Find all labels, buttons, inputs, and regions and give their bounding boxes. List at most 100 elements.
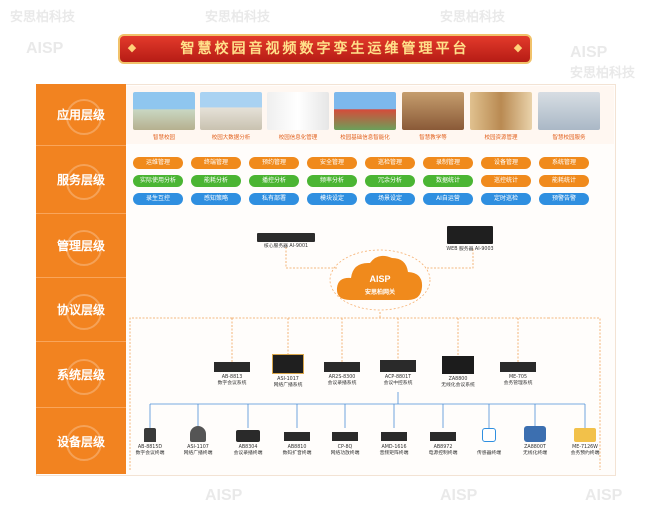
cloud-brand: AISP bbox=[369, 274, 391, 284]
device-5 bbox=[332, 432, 358, 441]
service-pill: 频率分析 bbox=[307, 175, 357, 187]
watermark-cn: 安思柏科技 bbox=[570, 65, 636, 80]
layer-system: 系统层级 bbox=[36, 342, 126, 408]
app-caption-4: 校园基础信息智能化 bbox=[340, 135, 390, 141]
device-6 bbox=[381, 432, 407, 441]
watermark-aisp: AISP bbox=[205, 487, 243, 504]
device-9 bbox=[524, 426, 546, 442]
system-device-4 bbox=[380, 360, 416, 372]
layer-application: 应用层级 bbox=[36, 84, 126, 146]
service-pill: 感知策略 bbox=[191, 193, 241, 205]
app-caption-3: 校园信息化管理 bbox=[278, 135, 318, 141]
app-image-5 bbox=[402, 92, 464, 130]
diamond-icon: ◆ bbox=[513, 41, 523, 54]
service-pill: 设备管理 bbox=[481, 157, 531, 169]
web-server-device bbox=[447, 226, 493, 244]
device-7 bbox=[430, 432, 456, 441]
layer-deco-icon bbox=[66, 425, 102, 461]
title-banner: ◆ 智慧校园音视频数字孪生运维管理平台 ◆ bbox=[118, 34, 532, 64]
service-pill: 系统管理 bbox=[539, 157, 589, 169]
layer-management: 管理层级 bbox=[36, 214, 126, 278]
diamond-icon: ◆ bbox=[127, 41, 137, 54]
core-server-label: 核心服务器 AI-9001 bbox=[263, 244, 309, 249]
app-image-6 bbox=[470, 92, 532, 130]
watermark-cn: 安思柏科技 bbox=[205, 9, 271, 24]
watermark-aisp: AISP bbox=[26, 40, 64, 57]
device-3 bbox=[236, 430, 260, 442]
watermark-aisp: AISP bbox=[440, 487, 478, 504]
watermark-aisp: AISP bbox=[570, 44, 608, 61]
device-2 bbox=[190, 426, 206, 442]
core-server-device bbox=[257, 233, 315, 242]
service-pill: 终端管理 bbox=[191, 157, 241, 169]
gear-icon bbox=[66, 230, 102, 266]
service-pill: 录制管理 bbox=[423, 157, 473, 169]
cloud-gateway-icon bbox=[329, 249, 431, 311]
service-pill: AI自运营 bbox=[423, 193, 473, 205]
app-caption-5: 智慧教学等 bbox=[419, 135, 447, 141]
service-pill: 运维管理 bbox=[133, 157, 183, 169]
service-pill: 录生互控 bbox=[133, 193, 183, 205]
service-pill: 巡控统计 bbox=[481, 175, 531, 187]
cloud-name: 安思柏网关 bbox=[364, 289, 395, 296]
web-server-label: WEB 服务器 AI-9003 bbox=[446, 247, 494, 252]
sensor-icon bbox=[482, 428, 496, 442]
layer-deco-icon bbox=[66, 359, 102, 395]
service-pill: 预警告警 bbox=[539, 193, 589, 205]
watermark-cn: 安思柏科技 bbox=[440, 9, 506, 24]
service-pill: 实际使用分析 bbox=[133, 175, 183, 187]
app-image-1 bbox=[133, 92, 195, 130]
service-pill: 安全管理 bbox=[307, 157, 357, 169]
app-image-7 bbox=[538, 92, 600, 130]
app-caption-1: 智慧校园 bbox=[152, 135, 175, 141]
service-pill: 冗余分析 bbox=[365, 175, 415, 187]
layer-service: 服务层级 bbox=[36, 146, 126, 214]
system-device-6 bbox=[500, 362, 536, 372]
service-pill: 巡检管理 bbox=[365, 157, 415, 169]
service-pill: 能耗分析 bbox=[191, 175, 241, 187]
device-1 bbox=[144, 428, 156, 442]
service-pill: 播控分析 bbox=[249, 175, 299, 187]
app-image-3 bbox=[267, 92, 329, 130]
layer-deco-icon bbox=[66, 294, 102, 330]
device-10 bbox=[574, 428, 596, 442]
layer-device: 设备层级 bbox=[36, 408, 126, 474]
service-pill: 数据统计 bbox=[423, 175, 473, 187]
service-pill: 私有部署 bbox=[249, 193, 299, 205]
service-pill: 能耗统计 bbox=[539, 175, 589, 187]
service-pill: 定时巡检 bbox=[481, 193, 531, 205]
app-caption-6: 校园资源管理 bbox=[484, 135, 518, 141]
app-caption-7: 智慧校园服务 bbox=[552, 135, 586, 141]
layer-deco-icon bbox=[66, 164, 102, 200]
device-label-8: 传感器终端 bbox=[477, 451, 501, 456]
app-image-2 bbox=[200, 92, 262, 130]
app-caption-2: 校园大数据分析 bbox=[211, 135, 251, 141]
service-pill: 场景设定 bbox=[365, 193, 415, 205]
system-device-3 bbox=[324, 362, 360, 372]
device-4 bbox=[284, 432, 310, 441]
page-title: 智慧校园音视频数字孪生运维管理平台 bbox=[180, 41, 470, 57]
architecture-panel bbox=[36, 84, 616, 476]
system-device-5 bbox=[442, 356, 474, 374]
service-pill: 模块设定 bbox=[307, 193, 357, 205]
watermark-cn: 安思柏科技 bbox=[10, 9, 76, 24]
system-device-1 bbox=[214, 362, 250, 372]
watermark-aisp: AISP bbox=[585, 487, 623, 504]
layer-deco-icon bbox=[66, 99, 102, 135]
layer-protocol: 协议层级 bbox=[36, 278, 126, 342]
